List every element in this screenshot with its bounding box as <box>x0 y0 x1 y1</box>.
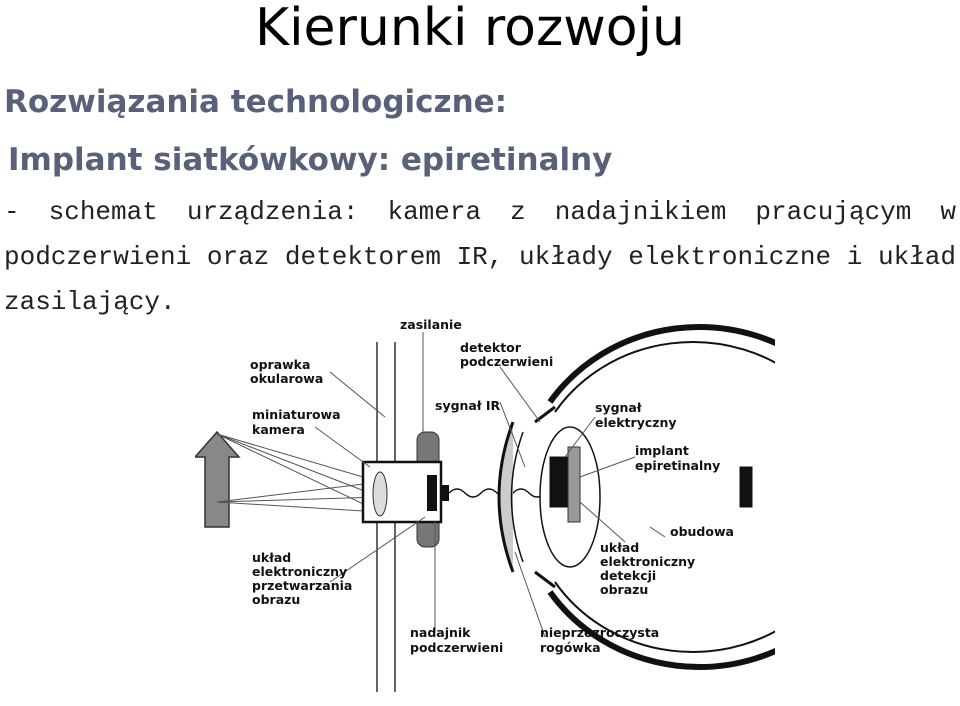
label-detect-circuit-3: detekcji <box>600 568 656 583</box>
label-el-signal-1: sygnał <box>595 400 642 415</box>
label-frame-2: okularowa <box>250 371 323 386</box>
label-proc-circuit-2: elektroniczny <box>252 564 347 579</box>
description-text: - schemat urządzenia: kamera z nadajniki… <box>4 197 956 317</box>
label-frame-1: oprawka <box>250 357 310 372</box>
label-detect-circuit-2: elektroniczny <box>600 554 695 569</box>
label-el-signal-2: elektryczny <box>595 415 677 430</box>
label-proc-circuit-4: obrazu <box>252 592 300 607</box>
label-transmitter-1: nadajnik <box>410 625 471 640</box>
label-proc-circuit-1: układ <box>252 550 291 565</box>
label-camera-1: miniaturowa <box>252 407 341 422</box>
epiretinal-implant-diagram: zasilanie oprawka okularowa miniaturowa … <box>195 317 775 692</box>
object-arrow <box>195 430 241 528</box>
label-housing: obudowa <box>670 524 734 539</box>
label-ir-signal: sygnał IR <box>435 398 501 413</box>
label-detect-circuit-4: obrazu <box>600 582 648 597</box>
label-camera-2: kamera <box>252 422 305 437</box>
label-detector-1: detektor <box>460 340 522 355</box>
label-cornea-2: rogówka <box>540 640 601 655</box>
label-detector-2: podczerwieni <box>460 354 553 369</box>
label-cornea-1: nieprzezroczysta <box>540 625 659 640</box>
leader-lines <box>314 332 666 638</box>
slide-title: Kierunki rozwoju <box>255 0 686 58</box>
label-power: zasilanie <box>400 317 462 332</box>
section-heading: Rozwiązania technologiczne: <box>4 84 508 120</box>
eye <box>497 324 775 670</box>
subsection-heading: Implant siatkówkowy: epiretinalny <box>8 142 613 178</box>
label-implant-1: implant <box>635 443 689 458</box>
label-transmitter-2: podczerwieni <box>410 640 503 655</box>
label-detect-circuit-1: układ <box>600 540 639 555</box>
label-implant-2: epiretinalny <box>635 458 720 473</box>
camera-lens <box>372 471 388 517</box>
label-proc-circuit-3: przetwarzania <box>252 578 352 593</box>
